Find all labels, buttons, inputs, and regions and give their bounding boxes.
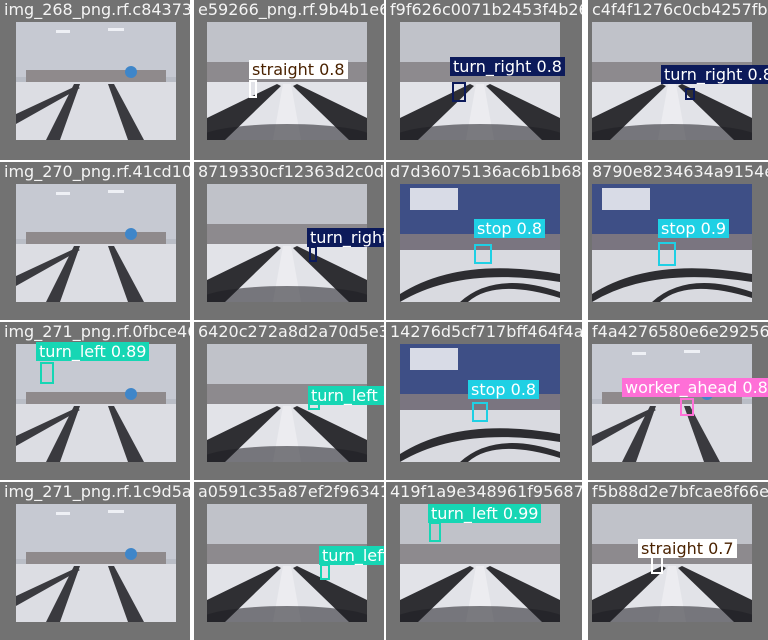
camera-photo <box>16 22 176 140</box>
detection-label: straight 0.7 <box>638 539 737 558</box>
camera-photo <box>207 504 367 622</box>
camera-photo <box>16 504 176 622</box>
detection-box <box>249 80 257 98</box>
prediction-tile[interactable]: a0591c35a87ef2f963419f1a turn_left 0.48 <box>194 482 384 640</box>
camera-photo <box>16 184 176 302</box>
detection-label: stop 0.9 <box>658 219 730 238</box>
detection-box <box>680 398 694 416</box>
detection-box <box>309 246 317 262</box>
camera-photo <box>400 184 560 302</box>
prediction-tile[interactable]: img_271_png.rf.0fbce46420c27turn_left 0.… <box>0 322 190 480</box>
camera-photo <box>592 344 752 462</box>
camera-photo <box>207 22 367 140</box>
prediction-tile[interactable]: f9f626c0071b2453f4b2604f4f12 turn_right 0… <box>386 0 582 160</box>
camera-photo <box>400 22 560 140</box>
prediction-tile[interactable]: 14276d5cf717bff464f4a4276 stop 0.8 <box>386 322 582 480</box>
image-filename-caption: a0591c35a87ef2f963419f1a <box>198 482 384 501</box>
detection-box <box>658 242 676 266</box>
camera-frame <box>207 504 367 622</box>
camera-photo <box>400 344 560 462</box>
prediction-tile[interactable]: c4f4f1276c0cb4257fba59 turn_right 0.8 <box>588 0 768 160</box>
detection-label: straight 0.8 <box>249 60 348 79</box>
image-filename-caption: f4a4276580e6e29256e <box>592 322 768 341</box>
detection-box <box>452 82 466 102</box>
detection-label: turn_right 0.8 <box>307 228 384 247</box>
camera-frame <box>16 22 176 140</box>
image-filename-caption: img_271_png.rf.1c9d5a0591c <box>4 482 190 501</box>
prediction-tile[interactable]: 8790e8234634a9154eb5 stop 0.9 <box>588 162 768 320</box>
detection-box <box>320 564 330 580</box>
prediction-tile[interactable]: 419f1a9e348961f95687f5b turn_left 0.99 <box>386 482 582 640</box>
camera-frame <box>207 184 367 302</box>
detection-box <box>472 402 488 422</box>
detection-box <box>474 244 492 264</box>
camera-frame <box>400 184 560 302</box>
prediction-tile[interactable]: f5b88d2e7bfcae8f66e6a straight 0.7 <box>588 482 768 640</box>
camera-frame <box>400 344 560 462</box>
prediction-tile[interactable]: img_271_png.rf.1c9d5a0591c <box>0 482 190 640</box>
detection-box <box>685 88 695 100</box>
image-filename-caption: d7d36075136ac6b1b688790 <box>390 162 582 181</box>
image-filename-caption: 8719330cf12363d2c0dc7d36 <box>198 162 384 181</box>
detection-label: turn_left 0.89 <box>308 386 384 405</box>
prediction-tile[interactable]: 6420c272a8d2a70d5e31bb14276 turn_left 0.8… <box>194 322 384 480</box>
detection-label: turn_left 0.89 <box>36 342 150 361</box>
image-filename-caption: img_270_png.rf.41cd105af6c8719 <box>4 162 190 181</box>
prediction-tile[interactable]: img_268_png.rf.c843732e59266 <box>0 0 190 160</box>
camera-frame <box>207 22 367 140</box>
detection-label: stop 0.8 <box>474 219 546 238</box>
image-filename-caption: img_271_png.rf.0fbce46420c27 <box>4 322 190 341</box>
detection-box <box>651 556 663 574</box>
detection-box <box>429 522 441 542</box>
prediction-tile[interactable]: 8719330cf12363d2c0dc7d36 turn_right 0.8 <box>194 162 384 320</box>
image-filename-caption: f5b88d2e7bfcae8f66e6a <box>592 482 768 501</box>
prediction-tile[interactable]: img_270_png.rf.41cd105af6c8719 <box>0 162 190 320</box>
prediction-tile[interactable]: f4a4276580e6e29256e worker_ahead 0.8 <box>588 322 768 480</box>
image-filename-caption: img_268_png.rf.c843732e59266 <box>4 0 190 19</box>
camera-frame <box>592 504 752 622</box>
detection-label: turn_right 0.8 <box>450 57 565 76</box>
camera-frame <box>400 22 560 140</box>
image-filename-caption: 14276d5cf717bff464f4a4276 <box>390 322 582 341</box>
prediction-tile[interactable]: e59266_png.rf.9b4b1e6acdf9f6 straight 0.8 <box>194 0 384 160</box>
image-filename-caption: e59266_png.rf.9b4b1e6acdf9f6 <box>198 0 384 19</box>
detection-label: turn_left 0.99 <box>428 504 542 523</box>
prediction-tile[interactable]: d7d36075136ac6b1b688790 stop 0.8 <box>386 162 582 320</box>
camera-photo <box>592 504 752 622</box>
image-filename-caption: c4f4f1276c0cb4257fba59 <box>592 0 768 19</box>
camera-frame <box>16 504 176 622</box>
detection-label: turn_right 0.8 <box>661 65 768 84</box>
detection-label: worker_ahead 0.8 <box>622 378 768 397</box>
camera-photo <box>207 184 367 302</box>
image-filename-caption: 6420c272a8d2a70d5e31bb14276 <box>198 322 384 341</box>
detection-label: turn_left 0.48 <box>319 546 384 565</box>
image-filename-caption: 419f1a9e348961f95687f5b <box>390 482 582 501</box>
camera-frame <box>592 344 752 462</box>
detection-label: stop 0.8 <box>468 380 540 399</box>
image-filename-caption: f9f626c0071b2453f4b2604f4f12 <box>390 0 582 19</box>
camera-frame <box>16 184 176 302</box>
detection-box <box>40 362 54 384</box>
image-filename-caption: 8790e8234634a9154eb5 <box>592 162 768 181</box>
